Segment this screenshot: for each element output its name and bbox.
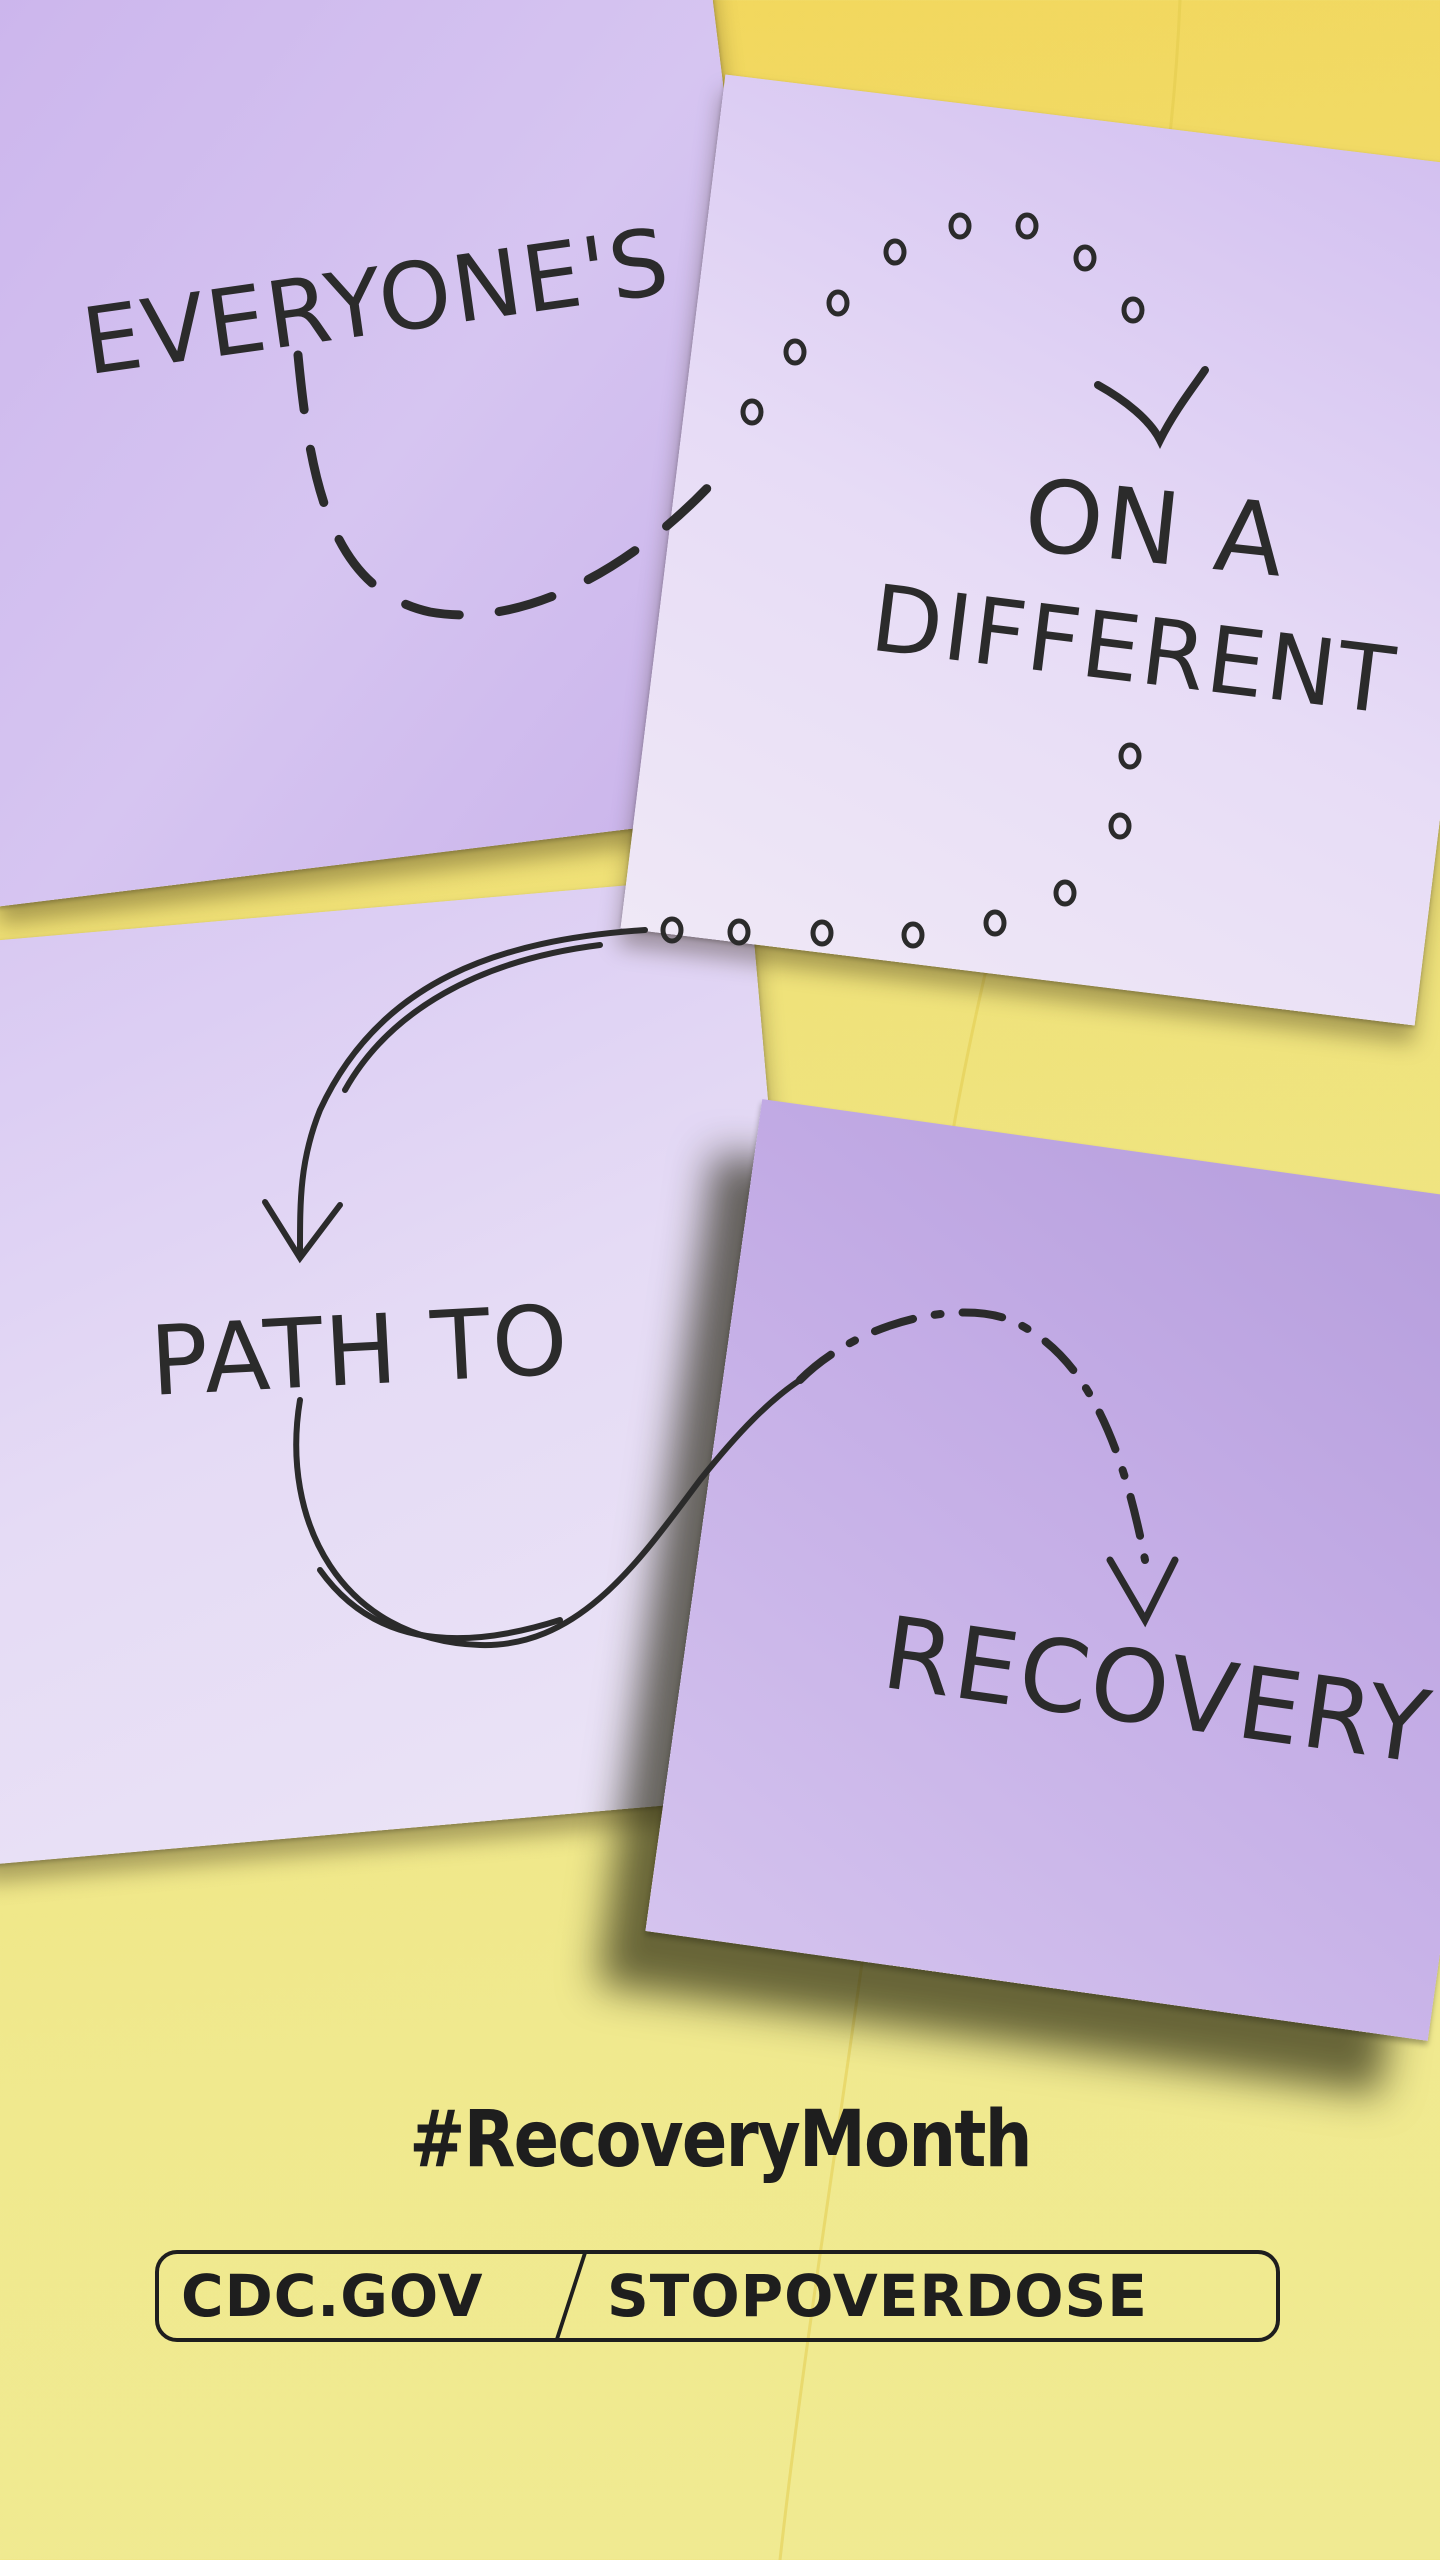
url-badge[interactable]: CDC.GOV STOPOVERDOSE [155, 2250, 1280, 2342]
url-path: STOPOVERDOSE [607, 2262, 1148, 2330]
url-divider [555, 2254, 587, 2338]
sticky-note-2 [620, 74, 1440, 1026]
url-domain: CDC.GOV [181, 2262, 484, 2330]
sticky-note-4 [645, 1099, 1440, 2041]
hashtag-text: #RecoveryMonth [409, 2095, 1032, 2185]
